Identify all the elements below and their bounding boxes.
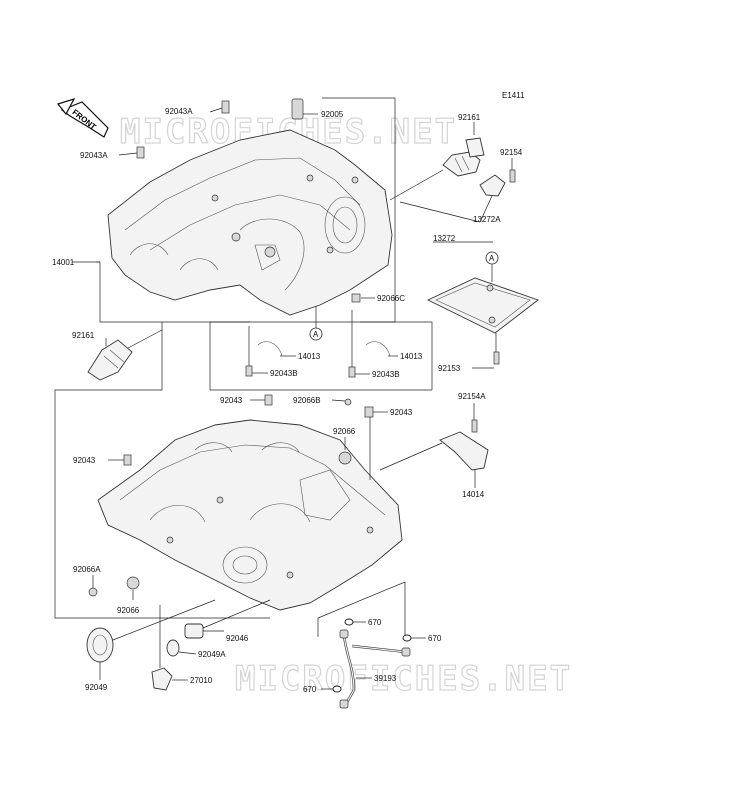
label-14001: 14001	[52, 258, 75, 267]
label-92046: 92046	[226, 634, 249, 643]
oil-screen-group: 13272 A 92153	[426, 234, 539, 373]
o-ring-670-c	[332, 685, 342, 693]
plate-14014-group: 92154A 14014	[379, 392, 489, 499]
label-92043-b: 92043	[390, 408, 413, 417]
bottom-parts-group: 92049 92046 92049A 27010 670 670 6	[85, 581, 442, 709]
upper-crankcase-body	[107, 129, 393, 316]
plug-92066C	[351, 293, 361, 303]
label-14013-left: 14013	[298, 352, 321, 361]
label-92043A-top: 92043A	[165, 107, 193, 116]
dowel-92043-a	[264, 394, 273, 406]
label-92049: 92049	[85, 683, 108, 692]
dowel-92043B-right	[348, 366, 356, 378]
ref-code: E1411	[502, 91, 525, 100]
label-13272A: 13272A	[473, 215, 501, 224]
callout-a-upper: A	[489, 254, 495, 263]
label-92161-left: 92161	[72, 331, 95, 340]
label-92161-top: 92161	[458, 113, 481, 122]
plug-92066B	[344, 398, 352, 406]
plug-92066	[338, 451, 352, 465]
o-ring-670-b	[402, 634, 412, 642]
label-92154: 92154	[500, 148, 523, 157]
bolt-92153	[493, 351, 500, 365]
label-92049A: 92049A	[198, 650, 226, 659]
label-14013-right: 14013	[400, 352, 423, 361]
label-92043B-left: 92043B	[270, 369, 298, 378]
label-670-a: 670	[368, 618, 382, 627]
breather-group: 92161 92154 13272A	[389, 113, 523, 224]
label-92066-lower: 92066	[117, 606, 140, 615]
dowel-92043A-left	[136, 146, 145, 159]
plug-92066-lower	[126, 576, 140, 590]
bolt-92154	[509, 169, 516, 183]
dowel-92043-b	[364, 406, 374, 418]
plug-92066A	[88, 587, 98, 597]
dowel-92043A-top	[221, 100, 230, 114]
oil-screen-13272	[426, 277, 539, 334]
label-27010: 27010	[190, 676, 213, 685]
label-92005: 92005	[321, 110, 344, 119]
breather-fitting-92161	[442, 151, 481, 177]
label-670-c: 670	[303, 685, 317, 694]
fitting-92161-left	[87, 339, 133, 381]
plug-92005	[291, 98, 304, 120]
label-14014: 14014	[462, 490, 485, 499]
lower-crankcase-body	[97, 419, 403, 611]
upper-crankcase-group: 92043A 92043A 92005 14001 92066C A	[52, 97, 405, 341]
dowel-92043B-left	[245, 365, 253, 377]
oil-seal-92049	[86, 627, 114, 663]
lower-crankcase-group: 92043 92066B 92043 92066 92043 92066A 92…	[54, 322, 432, 619]
dowel-92043-left	[123, 454, 132, 466]
bearing-92046	[184, 623, 204, 639]
label-92066A: 92066A	[73, 565, 101, 574]
label-670-b: 670	[428, 634, 442, 643]
label-92043B-right: 92043B	[372, 370, 400, 379]
label-92153: 92153	[438, 364, 461, 373]
seal-92049A	[166, 639, 180, 657]
o-ring-670-a	[344, 618, 354, 626]
label-92066C: 92066C	[377, 294, 405, 303]
label-13272: 13272	[433, 234, 456, 243]
label-92066: 92066	[333, 427, 356, 436]
front-arrow-icon: FRONT	[56, 97, 109, 138]
callout-a-lower: A	[313, 330, 319, 339]
bolt-92154A	[471, 419, 478, 433]
label-39193: 39193	[374, 674, 397, 683]
label-92066B: 92066B	[293, 396, 321, 405]
label-92154A: 92154A	[458, 392, 486, 401]
watermark-bottom: MICROFICHES.NET	[235, 659, 572, 699]
label-92043-left: 92043	[73, 456, 96, 465]
switch-27010	[151, 667, 173, 691]
label-92043-a: 92043	[220, 396, 243, 405]
plate-14014	[439, 431, 489, 471]
left-fitting-group: 92161	[72, 329, 163, 381]
plate-13272A	[479, 174, 506, 197]
label-92043A-left: 92043A	[80, 151, 108, 160]
middle-dowels-group: 14013 14013 92043B 92043B	[209, 310, 433, 390]
